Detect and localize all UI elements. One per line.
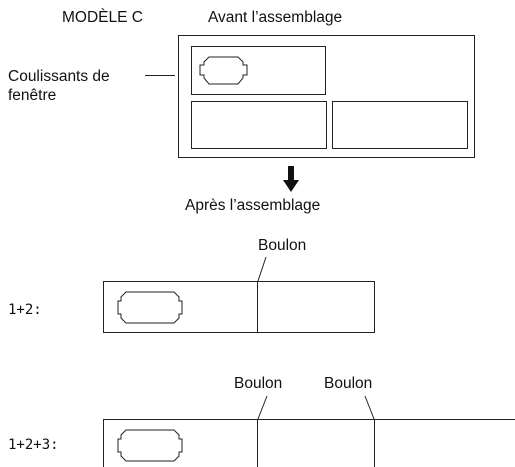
bolt-leader-2a bbox=[257, 395, 268, 420]
bolt-label-2b: Boulon bbox=[324, 375, 373, 392]
window-slot-icon-1-2-3 bbox=[117, 429, 183, 462]
window-slider-panel-2 bbox=[191, 101, 327, 149]
bolt-leader-2b bbox=[364, 395, 375, 420]
after-assembly-title: Après l’assemblage bbox=[185, 197, 321, 214]
assembly-label-1-2: 1+2: bbox=[8, 302, 42, 318]
assembly-label-1-2-3: 1+2+3: bbox=[8, 437, 59, 453]
window-slot-icon bbox=[199, 56, 248, 85]
bolt-label-1: Boulon bbox=[258, 237, 307, 254]
assembly-1-2-frame bbox=[103, 281, 375, 333]
bolt-leader-1 bbox=[257, 256, 267, 282]
down-arrow-icon bbox=[283, 166, 299, 192]
window-slider-panel-1 bbox=[191, 46, 326, 95]
window-slot-icon-1-2 bbox=[117, 291, 183, 324]
model-label: MODÈLE C bbox=[62, 9, 143, 26]
window-sliders-label-line2: fenêtre bbox=[8, 87, 57, 104]
frame-before bbox=[178, 35, 475, 158]
bolt-label-2a: Boulon bbox=[234, 375, 283, 392]
assembly-1-2-3-frame bbox=[103, 419, 515, 467]
window-sliders-label-line1: Coulissants de bbox=[8, 68, 110, 85]
before-assembly-title: Avant l’assemblage bbox=[208, 9, 343, 26]
window-slider-panel-3 bbox=[332, 101, 468, 149]
